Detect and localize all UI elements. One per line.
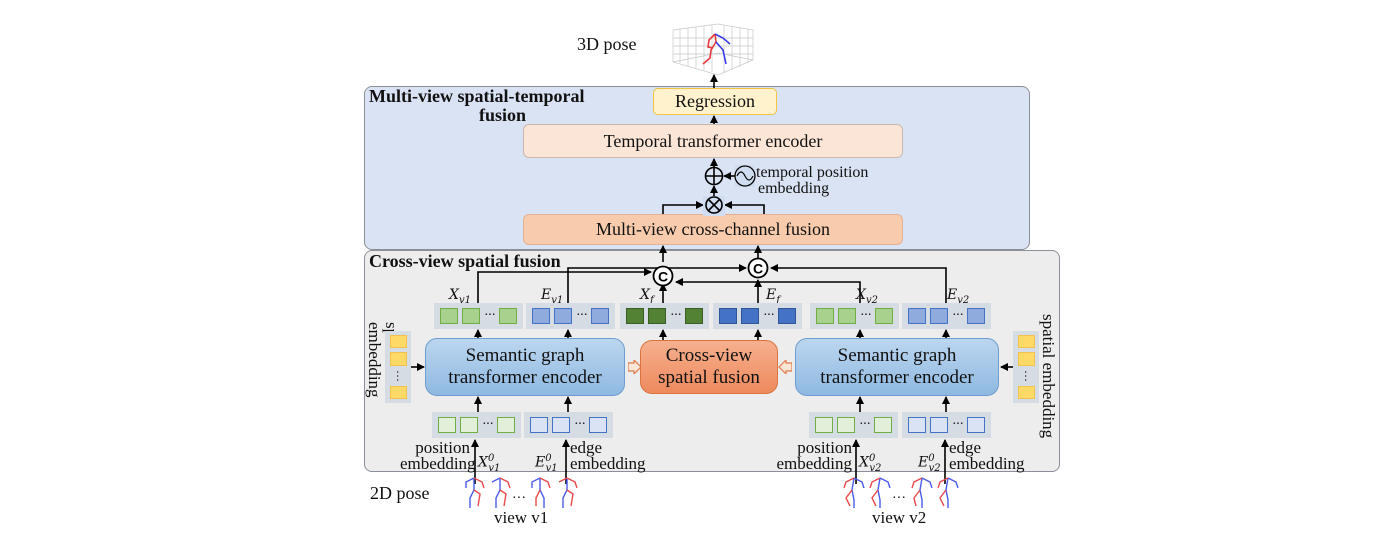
input-label-ev1: E0v1 [535, 453, 558, 474]
edge-embedding-tokens-v1: ··· [524, 412, 613, 438]
sgte-v1-line2: transformer encoder [448, 367, 602, 388]
label-xf: Xf [640, 287, 654, 306]
skeleton-icon [531, 477, 551, 508]
label-ev2: Ev2 [947, 287, 970, 306]
edge-embedding-label-v1: edge embedding [570, 438, 646, 473]
multiply-operator-icon [703, 196, 725, 216]
temporal-transformer-encoder-block[interactable]: Temporal transformer encoder [523, 124, 903, 158]
temporal-encoder-label: Temporal transformer encoder [603, 130, 823, 151]
spatial-embedding-label-right: spatial embedding [1039, 314, 1058, 439]
multi-view-panel-title-line1: Multi-view spatial-temporal [369, 86, 585, 106]
input-label-ev2: E0v2 [918, 453, 941, 474]
input-label-xv1: X0v1 [478, 453, 501, 474]
label-xv1: Xv1 [449, 287, 471, 306]
cvsf-line2: spatial fusion [658, 367, 760, 388]
sgte-v2-line1: Semantic graph [837, 345, 957, 366]
svg-text:C: C [753, 261, 763, 277]
position-embedding-tokens-v2: ··· [809, 412, 898, 438]
temporal-pos-emb-line2: embedding [758, 180, 830, 197]
3d-pose-label: 3D pose [577, 34, 637, 54]
label-ev1: Ev1 [541, 287, 564, 306]
regression-label: Regression [675, 91, 755, 111]
cvsf-line1: Cross-view [665, 345, 753, 366]
multi-view-panel-title-line2: fusion [479, 105, 527, 125]
arrow-fusion-right-to-mult [724, 201, 765, 214]
svg-text:C: C [658, 269, 668, 285]
add-operator-icon [704, 166, 724, 186]
skeleton-icon [869, 477, 891, 508]
temporal-pos-emb-line1: temporal position [756, 164, 869, 181]
token-group-ev2: ··· [902, 303, 991, 329]
skeleton-icon [558, 477, 578, 508]
regression-block[interactable]: Regression [653, 88, 777, 115]
concat-operator-icon-1: C [652, 265, 674, 287]
3d-pose-plot-icon [672, 23, 754, 76]
token-group-xv1: ··· [434, 303, 523, 329]
skeleton-icon [911, 477, 933, 508]
skeleton-icon [465, 477, 485, 508]
sine-wave-icon [734, 165, 756, 187]
skeleton-icon [843, 477, 865, 508]
edge-embedding-label-v2: edge embedding [949, 438, 1025, 473]
arrow-fusion-left-to-mult [662, 201, 704, 214]
position-embedding-label-v2: position embedding [776, 438, 852, 473]
token-group-xf: ··· [620, 303, 709, 329]
label-ef: Ef [766, 287, 780, 306]
skeleton-ellipsis: ··· [892, 491, 906, 506]
arrow-ev1-to-concat2 [567, 264, 747, 307]
arrow-ev2-to-concat2 [770, 264, 947, 307]
token-group-ef: ··· [713, 303, 802, 329]
view-v2-label: view v2 [872, 508, 927, 527]
sgte-v1-line1: Semantic graph [465, 345, 585, 366]
position-embedding-label-v1: position embedding [400, 438, 476, 473]
skeleton-icon [937, 477, 959, 508]
cross-channel-fusion-label: Multi-view cross-channel fusion [596, 219, 830, 239]
sgte-v2-line2: transformer encoder [820, 367, 974, 388]
label-xv2: Xv2 [856, 287, 878, 306]
spatial-embedding-tokens-left: ··· [385, 331, 411, 403]
arrow-xv2-to-concat1 [675, 278, 861, 307]
multi-view-cross-channel-fusion-block[interactable]: Multi-view cross-channel fusion [523, 214, 903, 245]
input-label-xv2: X0v2 [859, 453, 882, 474]
token-group-ev1: ··· [526, 303, 615, 329]
arrow-xv1-to-concat1 [477, 268, 652, 307]
spatial-embedding-tokens-right: ··· [1013, 331, 1039, 403]
2d-skeletons-view-v1: ··· [465, 477, 578, 508]
edge-embedding-tokens-v2: ··· [902, 412, 991, 438]
skeleton-ellipsis: ··· [512, 491, 526, 506]
2d-skeletons-view-v2: ··· [843, 477, 959, 508]
concat-operator-icon-2: C [747, 257, 769, 279]
cross-view-panel-title: Cross-view spatial fusion [369, 251, 561, 271]
position-embedding-tokens-v1: ··· [432, 412, 521, 438]
token-group-xv2: ··· [810, 303, 899, 329]
skeleton-icon [491, 477, 511, 508]
view-v1-label: view v1 [494, 508, 549, 527]
temporal-position-embedding-label: temporal position embedding [756, 165, 868, 197]
2d-pose-label: 2D pose [370, 483, 430, 503]
